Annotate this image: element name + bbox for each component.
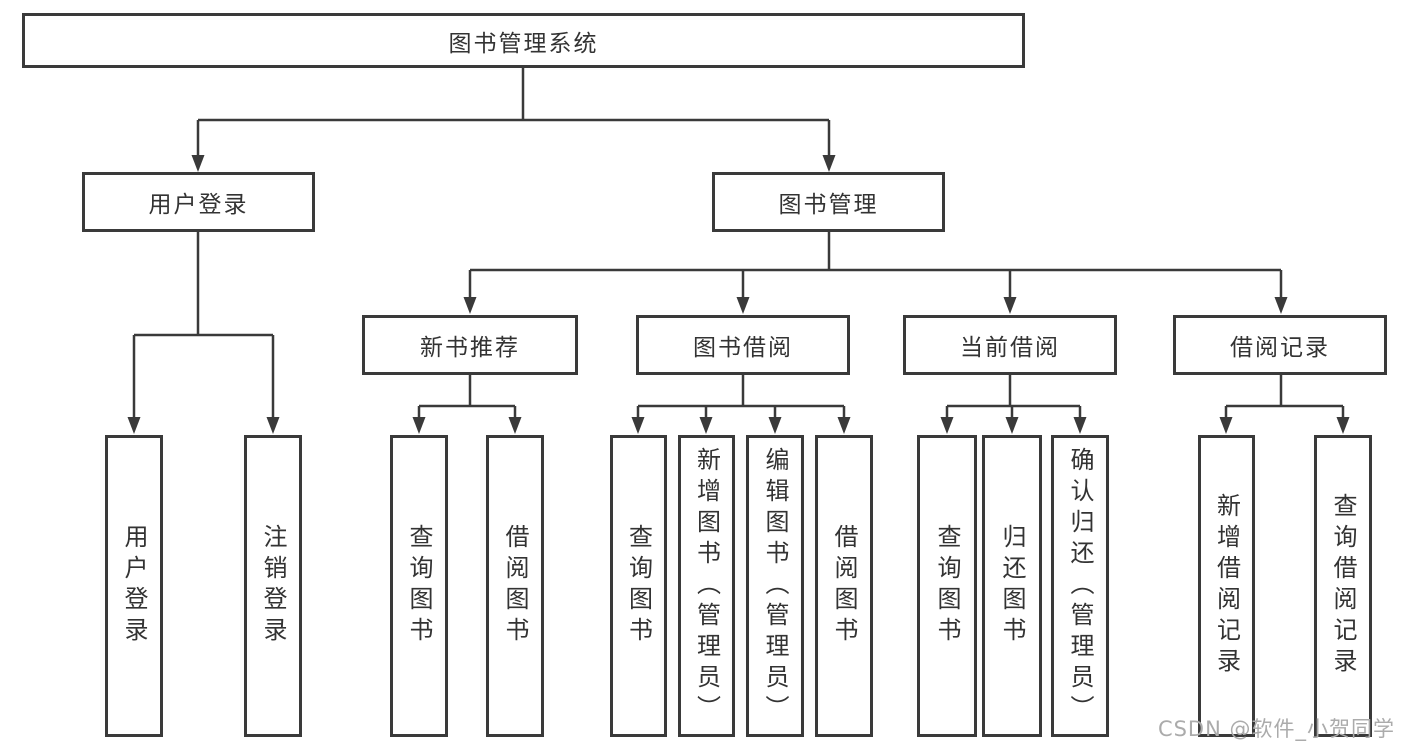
leaf-query-books-3: 查询图书 xyxy=(917,435,977,737)
leaf-add-books-admin: 新增图书（管理员） xyxy=(678,435,735,737)
node-library-system: 图书管理系统 xyxy=(22,13,1025,68)
node-new-book-recommend: 新书推荐 xyxy=(362,315,578,375)
node-book-management: 图书管理 xyxy=(712,172,945,232)
node-current-borrow: 当前借阅 xyxy=(903,315,1117,375)
node-user-login: 用户登录 xyxy=(82,172,315,232)
leaf-borrow-books-2: 借阅图书 xyxy=(815,435,873,737)
leaf-query-borrow-record: 查询借阅记录 xyxy=(1314,435,1372,737)
leaf-query-books-1: 查询图书 xyxy=(390,435,448,737)
leaf-add-borrow-record: 新增借阅记录 xyxy=(1198,435,1255,737)
leaf-return-books: 归还图书 xyxy=(982,435,1042,737)
leaf-query-books-2: 查询图书 xyxy=(610,435,667,737)
leaf-borrow-books-1: 借阅图书 xyxy=(486,435,544,737)
leaf-user-login: 用户登录 xyxy=(105,435,163,737)
leaf-confirm-return-admin: 确认归还（管理员） xyxy=(1051,435,1109,737)
csdn-watermark: CSDN @软件_小贺同学 xyxy=(1157,717,1395,741)
leaf-logout: 注销登录 xyxy=(244,435,302,737)
leaf-edit-books-admin: 编辑图书（管理员） xyxy=(746,435,804,737)
node-book-borrow: 图书借阅 xyxy=(636,315,850,375)
node-borrow-records: 借阅记录 xyxy=(1173,315,1387,375)
